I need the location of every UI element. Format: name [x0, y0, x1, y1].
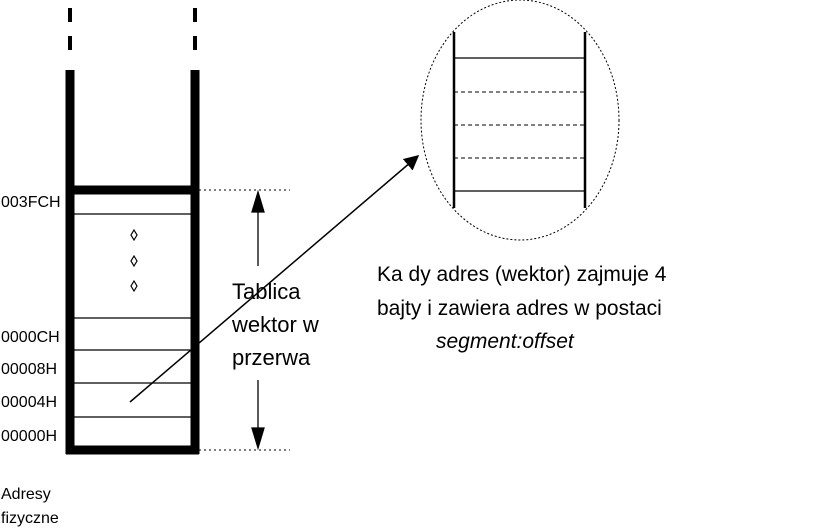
physical-label-line1: Adresy	[1, 486, 51, 503]
address-label-0000C: 0000CH	[1, 329, 60, 346]
diamond-icon	[130, 228, 138, 242]
memory-column-walls	[65, 70, 200, 455]
physical-label-line2: fizyczne	[1, 510, 59, 527]
zoom-arrow	[129, 155, 420, 403]
table-label-line2: wektor w	[231, 312, 319, 337]
address-label-00008: 00008H	[1, 361, 57, 378]
vector-table-rows	[74, 213, 191, 418]
note-line2: bajty i zawiera adres w postaci	[377, 297, 662, 320]
extent-arrow	[251, 189, 265, 451]
address-label-003FC: 003FCH	[1, 194, 61, 211]
address-label-00000: 00000H	[1, 428, 57, 445]
zoom-circle	[420, 0, 620, 241]
diamond-icon	[130, 254, 138, 268]
extent-guides	[199, 189, 290, 451]
address-label-00004: 00004H	[1, 394, 57, 411]
table-label-line3: przerwa	[232, 345, 311, 370]
diamond-icon	[130, 279, 138, 293]
memory-column-dashed-top	[68, 8, 197, 62]
table-label-line1: Tablica	[232, 279, 301, 304]
note-line1: Ka dy adres (wektor) zajmuje 4	[377, 263, 667, 286]
arrow-down-icon	[251, 427, 265, 451]
magnified-view	[420, 0, 620, 241]
note-line3: segment:offset	[436, 330, 575, 353]
ellipsis-diamonds	[130, 228, 138, 293]
arrow-up-icon	[251, 189, 265, 213]
